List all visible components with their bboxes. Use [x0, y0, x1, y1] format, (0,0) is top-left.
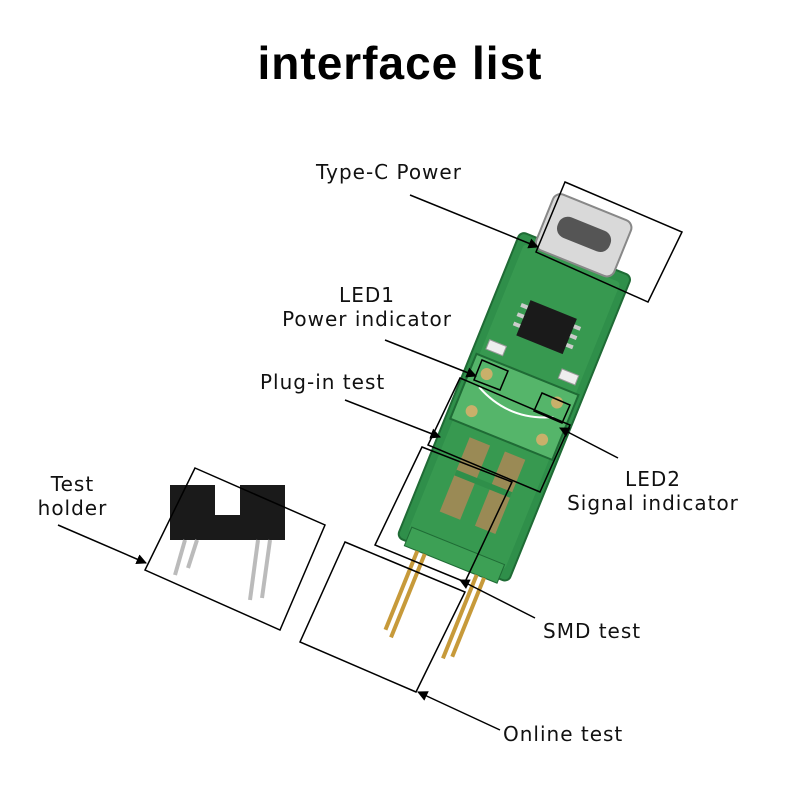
smd-pads	[439, 437, 526, 534]
page-title: interface list	[257, 37, 543, 89]
label-led2-line1: LED2	[625, 467, 681, 491]
label-plug-in: Plug-in test	[260, 370, 386, 394]
box-type-c	[535, 181, 684, 303]
box-plug-in	[426, 377, 571, 493]
label-led2-line2: Signal indicator	[567, 491, 739, 515]
led2	[557, 368, 580, 386]
label-test-holder-line1: Test	[50, 472, 95, 496]
led1	[485, 339, 508, 357]
label-smd: SMD test	[543, 619, 642, 643]
label-led2: LED2 Signal indicator	[548, 467, 758, 515]
box-led2	[533, 392, 571, 424]
pcb-board	[383, 193, 633, 660]
label-test-holder: Test holder	[20, 472, 125, 520]
label-online: Online test	[503, 722, 624, 746]
test-holder	[170, 485, 285, 601]
label-led1-line1: LED1	[339, 283, 395, 307]
label-led1-line2: Power indicator	[282, 307, 452, 331]
usb-c-connector	[534, 193, 633, 278]
label-led1: LED1 Power indicator	[262, 283, 472, 331]
box-test-holder	[143, 467, 326, 631]
label-type-c: Type-C Power	[316, 160, 462, 184]
plug-in-socket	[448, 352, 580, 462]
callout-arrows	[57, 194, 619, 731]
box-online	[299, 541, 467, 693]
test-pins	[383, 526, 506, 660]
label-test-holder-line2: holder	[37, 496, 108, 520]
ic-chip	[512, 300, 582, 355]
